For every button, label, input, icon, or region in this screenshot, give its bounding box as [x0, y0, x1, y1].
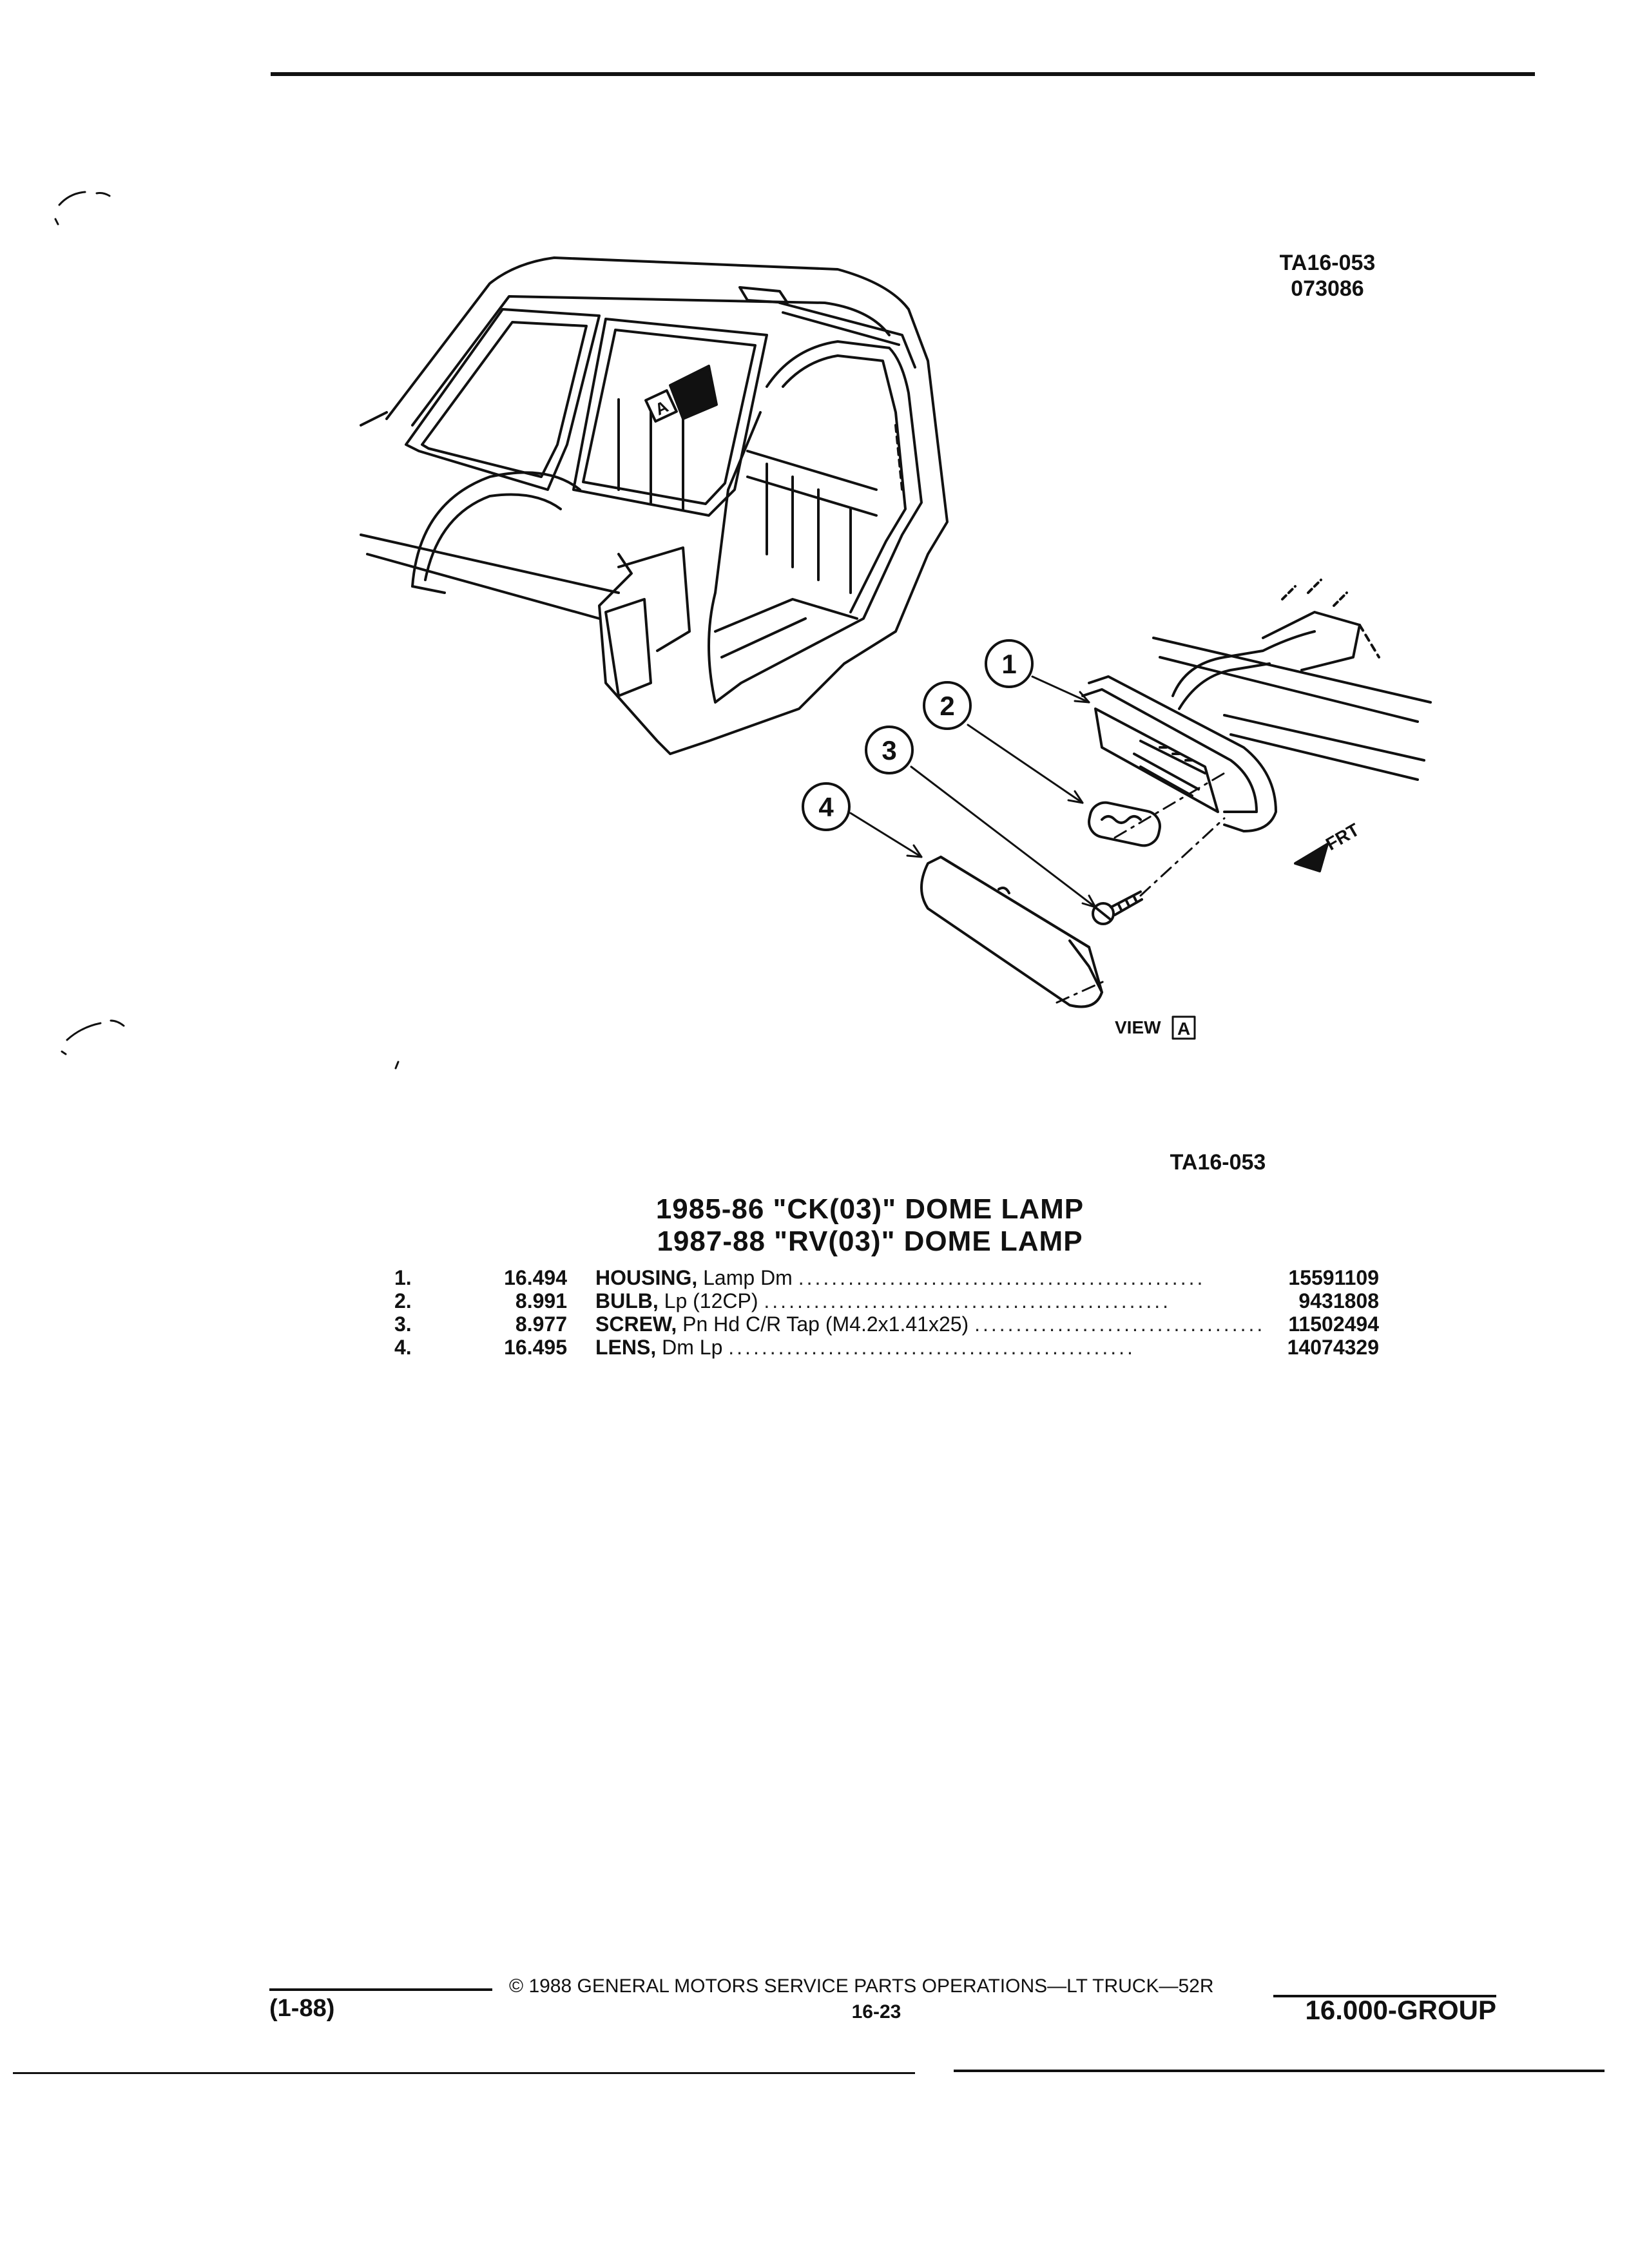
- group-number: 16.494: [504, 1266, 567, 1289]
- part-number: 9431808: [1298, 1289, 1379, 1312]
- screw-drawing: [1092, 890, 1143, 925]
- dot-leader: ........................................…: [764, 1289, 1171, 1312]
- part-number: 11502494: [1288, 1312, 1379, 1336]
- part-detail: Lamp Dm: [703, 1266, 793, 1289]
- view-box-letter: A: [1177, 1019, 1190, 1039]
- parts-row: 2. 8.991 BULB, Lp (12CP) ...............…: [387, 1289, 1379, 1312]
- item-number: 2.: [394, 1289, 412, 1312]
- callout-3: 3: [882, 735, 896, 765]
- truck-cab-drawing: [360, 256, 949, 755]
- front-arrow: [1294, 843, 1329, 872]
- parts-list: 1. 16.494 HOUSING, Lamp Dm .............…: [387, 1266, 1379, 1359]
- dome-lamp-illustration: A: [54, 191, 1432, 1070]
- dot-leader: ........................................…: [974, 1312, 1266, 1336]
- figure-code: TA16-053: [1170, 1150, 1266, 1175]
- part-name: HOUSING,: [595, 1266, 698, 1289]
- parts-row: 3. 8.977 SCREW, Pn Hd C/R Tap (M4.2x1.41…: [387, 1312, 1379, 1336]
- top-rule: [271, 72, 1535, 76]
- callout-2: 2: [940, 691, 954, 721]
- parts-row: 4. 16.495 LENS, Dm Lp ..................…: [387, 1336, 1379, 1359]
- bottom-rule-right: [954, 2070, 1605, 2072]
- item-number: 3.: [394, 1312, 412, 1336]
- page-title: 1985-86 "CK(03)" DOME LAMP 1987-88 "RV(0…: [580, 1193, 1160, 1258]
- part-description: HOUSING, Lamp Dm .......................…: [595, 1266, 1266, 1289]
- callout-circles: [802, 639, 1034, 831]
- part-description: LENS, Dm Lp ............................…: [595, 1336, 1266, 1359]
- group-number: 8.977: [515, 1312, 567, 1336]
- parts-row: 1. 16.494 HOUSING, Lamp Dm .............…: [387, 1266, 1379, 1289]
- part-name: SCREW,: [595, 1312, 677, 1336]
- title-line-1: 1985-86 "CK(03)" DOME LAMP: [655, 1193, 1084, 1225]
- bottom-rule: [13, 2072, 915, 2074]
- scan-marks: [54, 191, 125, 1055]
- leader-lines: [849, 675, 1226, 1004]
- page-number: 16-23: [851, 2001, 901, 2023]
- roof-panel-lines: [1152, 637, 1432, 781]
- item-number: 1.: [394, 1266, 412, 1289]
- lamp-housing-drawing: [1081, 579, 1380, 832]
- illustration-code: TA16-053: [1279, 251, 1376, 275]
- date-code: (1-88): [269, 1995, 335, 2022]
- illustration-date-code: 073086: [1291, 276, 1364, 301]
- title-line-2: 1987-88 "RV(03)" DOME LAMP: [657, 1225, 1083, 1257]
- callout-4: 4: [818, 792, 834, 822]
- part-detail: Dm Lp: [662, 1336, 723, 1359]
- part-name: LENS,: [595, 1336, 657, 1359]
- view-label: VIEW: [1115, 1017, 1161, 1037]
- illustration-code-block: TA16-053 073086: [1250, 250, 1405, 302]
- dot-leader: ........................................…: [798, 1266, 1206, 1289]
- group-number: 16.495: [504, 1336, 567, 1359]
- group-number: 8.991: [515, 1289, 567, 1312]
- part-number: 14074329: [1287, 1336, 1379, 1359]
- bulb-drawing: [1088, 801, 1161, 847]
- callout-1: 1: [1001, 649, 1016, 679]
- lens-drawing: [920, 856, 1103, 1008]
- part-name: BULB,: [595, 1289, 659, 1312]
- group-label: 16.000-GROUP: [1305, 1995, 1496, 2025]
- part-detail: Pn Hd C/R Tap (M4.2x1.41x25): [682, 1312, 969, 1336]
- footer-rule-right: [1273, 1995, 1496, 1997]
- footer-rule-left: [269, 1988, 492, 1991]
- part-detail: Lp (12CP): [664, 1289, 758, 1312]
- item-number: 4.: [394, 1336, 412, 1359]
- copyright-line: © 1988 GENERAL MOTORS SERVICE PARTS OPER…: [509, 1975, 1214, 1997]
- front-label: FRT: [1322, 820, 1363, 854]
- dot-leader: ........................................…: [728, 1336, 1135, 1359]
- part-number: 15591109: [1288, 1266, 1379, 1289]
- part-description: BULB, Lp (12CP) ........................…: [595, 1289, 1266, 1312]
- view-box: [1171, 1015, 1196, 1040]
- part-description: SCREW, Pn Hd C/R Tap (M4.2x1.41x25) ....…: [595, 1312, 1266, 1336]
